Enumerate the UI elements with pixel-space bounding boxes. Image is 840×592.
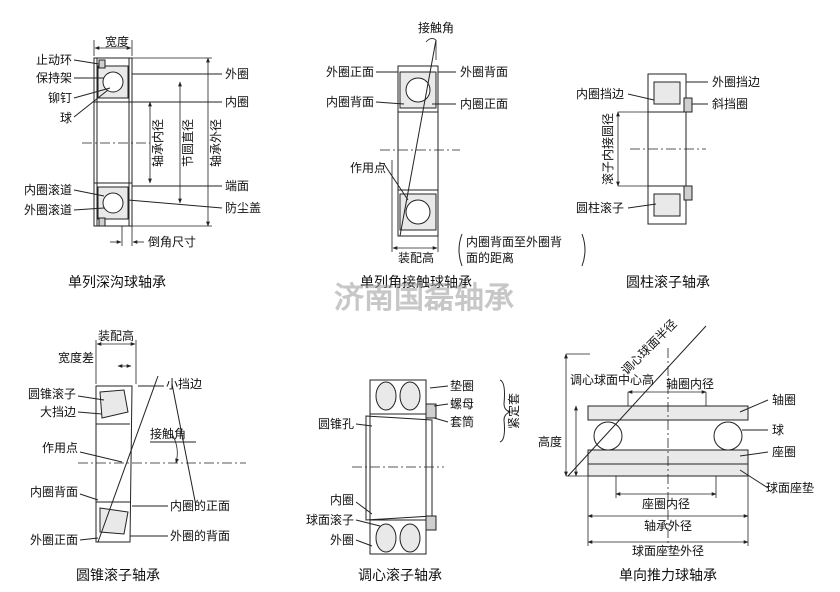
cy-label-roller-inscribed: 滚子内接圆径 (600, 113, 615, 185)
watermark-text: 济南国磊轴承 (334, 281, 514, 316)
spherical-drawing (352, 379, 512, 555)
angular-contact-panel: 接触角 外圈正面 外圈背面 内圈背面 内圈正面 作用点 装配高 内圈背面至外圈背… (326, 20, 586, 291)
cy-label-cylindrical-roller: 圆柱滚子 (576, 200, 624, 215)
ac-label-assembled-height: 装配高 (398, 250, 434, 265)
th-label-shaft-washer: 轴圈 (772, 392, 796, 407)
ac-label-contact-angle: 接触角 (418, 20, 454, 35)
tapered-panel: 装配高 宽度差 圆锥滚子 大挡边 小挡边 接触角 作用点 内圈背面 内圈的正面 … (28, 328, 246, 584)
sp-label-nut: 螺母 (450, 397, 474, 411)
th-label-height: 高度 (538, 434, 562, 449)
th-caption: 单向推力球轴承 (619, 568, 717, 584)
dg-label-bore-diameter: 轴承内径 (150, 119, 165, 167)
tp-label-inner-back: 内圈背面 (30, 485, 78, 499)
dg-label-snap-ring: 止动环 (36, 53, 72, 67)
tp-label-outer-back: 外圈的背面 (170, 528, 230, 543)
dg-label-outer-raceway: 外圈滚道 (24, 202, 72, 217)
sp-label-adapter-sleeve: 紧定套 (506, 393, 521, 429)
tp-label-load-center: 作用点 (42, 441, 78, 455)
sp-label-taper-bore: 圆锥孔 (318, 417, 354, 431)
ac-label-inner-front: 内圈正面 (460, 97, 508, 111)
deep-groove-drawing (73, 40, 223, 246)
cylindrical-panel: 外圈挡边 内圈挡边 斜挡圈 圆柱滚子 滚子内接圆径 圆柱滚子轴承 (576, 73, 760, 291)
tp-caption: 圆锥滚子轴承 (76, 567, 160, 584)
ac-caption: 单列角接触球轴承 (360, 274, 472, 291)
ac-label-distance-line2: 面的距离 (466, 250, 514, 265)
dg-caption: 单列深沟球轴承 (68, 275, 166, 291)
dg-label-outer-ring: 外圈 (225, 67, 249, 81)
ac-label-outer-back: 外圈背面 (460, 65, 508, 79)
dg-label-chamfer: 倒角尺寸 (148, 235, 196, 249)
sp-label-washer: 垫圈 (450, 378, 474, 393)
angular-contact-drawing (375, 38, 460, 252)
th-label-ball: 球 (772, 423, 784, 437)
th-label-outside-diameter: 轴承外径 (644, 518, 692, 533)
dg-label-inner-ring: 内圈 (225, 95, 249, 109)
th-label-seat-washer: 球面座垫 (766, 480, 814, 495)
thrust-panel: 调心球面中心高 轴圈内径 轴圈 球 高度 座圈 球面座垫 座圈内径 轴承外径 球… (538, 317, 814, 584)
dg-label-outside-diameter: 轴承外径 (208, 119, 223, 167)
ac-label-outer-front: 外圈正面 (326, 65, 374, 79)
ac-label-distance-line1: 内圈背面至外圈背 (466, 235, 562, 249)
th-label-housing-washer-bore: 座圈内径 (642, 496, 690, 511)
th-label-housing-washer: 座圈 (772, 444, 796, 459)
th-label-sphere-radius: 调心球面半径 (619, 317, 680, 378)
dg-label-cage: 保持架 (36, 70, 72, 85)
cy-label-inner-rib: 内圈挡边 (576, 87, 624, 101)
tp-label-width-diff: 宽度差 (58, 350, 94, 365)
cy-label-angle-ring: 斜挡圈 (712, 97, 748, 111)
tp-label-contact-angle: 接触角 (150, 426, 186, 441)
tp-label-inner-front: 内圈的正面 (170, 498, 230, 513)
sp-label-sleeve: 套筒 (450, 414, 474, 429)
ac-label-load-center: 作用点 (350, 161, 386, 175)
cy-label-outer-rib: 外圈挡边 (712, 75, 760, 89)
tp-label-large-rib: 大挡边 (40, 405, 76, 419)
dg-label-pitch-diameter: 节圆直径 (181, 119, 195, 167)
dg-label-rivet: 铆钉 (48, 90, 72, 105)
tp-label-tapered-roller: 圆锥滚子 (28, 386, 76, 401)
cy-caption: 圆柱滚子轴承 (626, 274, 710, 291)
sp-label-outer-ring: 外圈 (330, 533, 354, 547)
dg-label-inner-raceway: 内圈滚道 (24, 182, 72, 197)
cylindrical-drawing (616, 73, 708, 225)
spherical-panel: 垫圈 螺母 套筒 圆锥孔 内圈 球面滚子 外圈 紧定套 调心滚子轴承 (306, 378, 521, 584)
dg-label-shield: 防尘盖 (225, 200, 261, 215)
dg-label-ball: 球 (60, 111, 72, 125)
th-label-shaft-washer-bore: 轴圈内径 (666, 376, 714, 391)
thrust-drawing (564, 325, 769, 548)
tapered-drawing (77, 340, 246, 543)
tp-label-small-rib: 小挡边 (166, 377, 202, 391)
tp-label-assembled-height: 装配高 (98, 328, 134, 343)
ac-label-inner-back: 内圈背面 (326, 95, 374, 109)
deep-groove-panel: 宽度 止动环 保持架 铆钉 球 外圈 内圈 内圈滚道 外圈滚道 端面 防尘盖 倒… (24, 34, 261, 291)
th-label-seat-washer-diameter: 球面座垫外径 (632, 543, 704, 558)
dg-label-face: 端面 (225, 179, 249, 193)
sp-caption: 调心滚子轴承 (358, 567, 442, 584)
dg-label-width: 宽度 (105, 34, 129, 49)
th-label-center-height: 调心球面中心高 (570, 372, 654, 387)
tp-label-outer-front: 外圈正面 (30, 533, 78, 547)
sp-label-spherical-roller: 球面滚子 (306, 512, 354, 527)
sp-label-inner-ring: 内圈 (330, 493, 354, 507)
